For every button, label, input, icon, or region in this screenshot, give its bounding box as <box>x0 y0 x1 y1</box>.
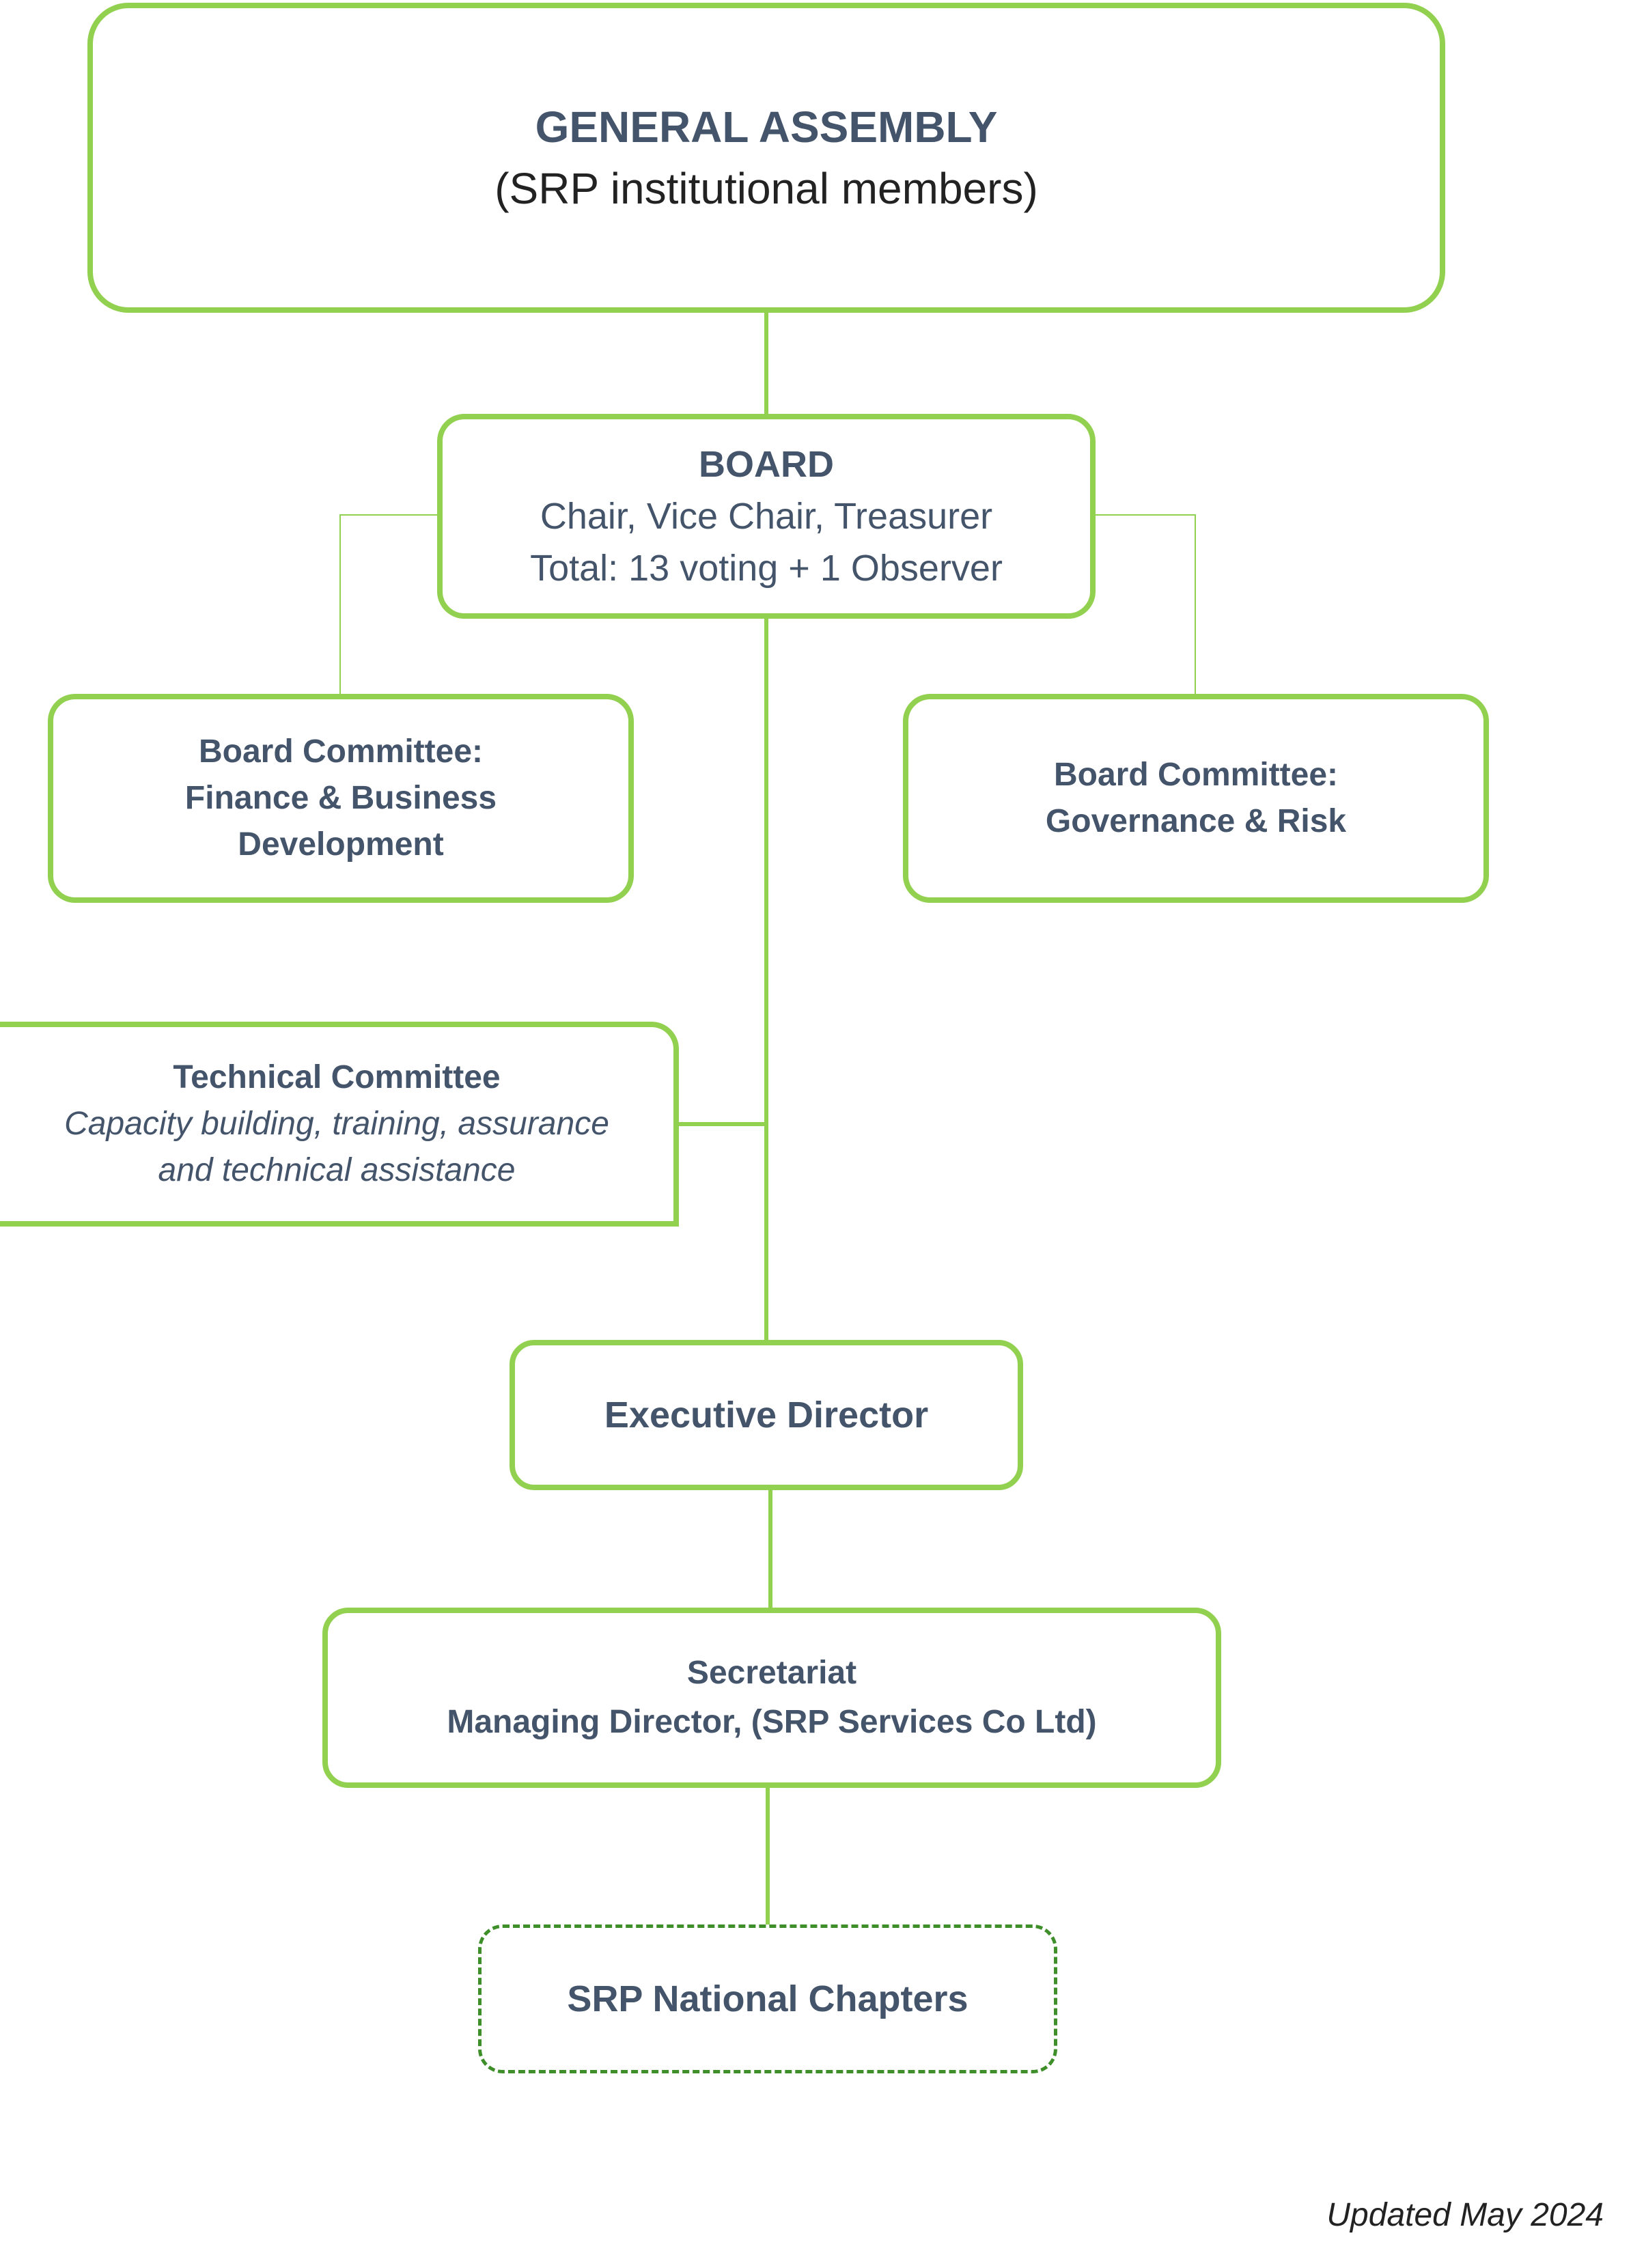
general-assembly-title: GENERAL ASSEMBLY <box>535 102 998 152</box>
executive-director-box: Executive Director <box>510 1340 1023 1490</box>
secretariat-line-1: Secretariat <box>686 1655 857 1691</box>
governance-committee-line-1: Board Committee: <box>1053 757 1339 793</box>
general-assembly-subtitle: (SRP institutional members) <box>494 164 1038 213</box>
technical-committee-desc-1: Capacity building, training, assurance <box>64 1106 609 1142</box>
finance-committee-line-3: Development <box>238 826 444 863</box>
finance-committee-line-2: Finance & Business <box>184 780 497 816</box>
connector-board-finance <box>339 514 437 694</box>
board-officers: Chair, Vice Chair, Treasurer <box>540 496 993 537</box>
finance-committee-box: Board Committee: Finance & Business Deve… <box>48 694 634 903</box>
national-chapters-box: SRP National Chapters <box>478 1924 1057 2073</box>
technical-committee-title: Technical Committee <box>173 1059 501 1095</box>
board-total: Total: 13 voting + 1 Observer <box>530 548 1003 589</box>
technical-committee-desc-2: and technical assistance <box>158 1152 516 1188</box>
governance-committee-box: Board Committee: Governance & Risk <box>903 694 1489 903</box>
updated-date: Updated May 2024 <box>1326 2197 1604 2233</box>
technical-committee-box: Technical Committee Capacity building, t… <box>0 1022 679 1227</box>
connector-board-governance <box>1096 514 1196 694</box>
executive-director-title: Executive Director <box>604 1395 929 1436</box>
governance-committee-line-2: Governance & Risk <box>1045 803 1347 839</box>
secretariat-line-2: Managing Director, (SRP Services Co Ltd) <box>447 1704 1097 1740</box>
board-box: BOARD Chair, Vice Chair, Treasurer Total… <box>437 414 1096 619</box>
national-chapters-title: SRP National Chapters <box>567 1978 968 2019</box>
board-title: BOARD <box>699 444 834 485</box>
secretariat-box: Secretariat Managing Director, (SRP Serv… <box>322 1608 1221 1788</box>
finance-committee-line-1: Board Committee: <box>198 733 484 770</box>
general-assembly-box: GENERAL ASSEMBLY (SRP institutional memb… <box>87 3 1445 313</box>
